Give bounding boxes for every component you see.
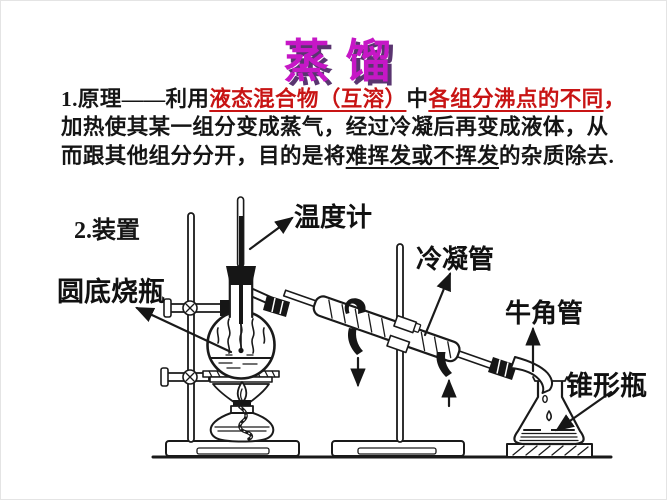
wooden-block [506, 443, 593, 458]
round-bottom-flask-pointer-arrow [135, 306, 233, 354]
principle-text: 中 [406, 87, 429, 111]
principle-comma: ， [603, 87, 626, 111]
conical-flask-pointer-arrow [555, 390, 613, 432]
droplet-icon [546, 410, 552, 422]
label-adapter: 牛角管 [505, 299, 584, 328]
label-round-bottom-flask: 圆底烧瓶 [57, 277, 165, 307]
label-thermometer: 温度计 [294, 203, 373, 232]
water-inlet-port [436, 352, 452, 377]
principle-highlight-boiling-point: 各组分沸点的不同 [428, 87, 604, 111]
condenser [282, 289, 506, 374]
apparatus-heading: 2.装置 [74, 218, 140, 244]
side-arm [252, 288, 290, 317]
principle-underline-volatile: 难挥发或不挥发 [345, 143, 500, 168]
flask-clamp [163, 298, 230, 318]
principle-text: 的杂质除去. [499, 143, 615, 168]
principle-highlight-mixture: 液态混合物（互溶） [209, 87, 407, 111]
principle-line-1: 1.原理——利用液态混合物（互溶）中各组分沸点的不同， [61, 85, 627, 113]
principle-line-3: 而跟其他组分分开，目的是将难挥发或不挥发的杂质除去. [61, 142, 627, 170]
principle-text: 而跟其他组分分开，目的是将 [61, 143, 346, 168]
thermometer-pointer-arrow [248, 216, 294, 251]
ring-clamp [160, 367, 210, 387]
pointer-arrows [135, 216, 613, 432]
left-iron-stand [165, 212, 300, 457]
condenser-pointer-arrow [423, 271, 452, 337]
principle-text: 1.原理——利用 [61, 87, 210, 111]
thermometer [236, 196, 245, 354]
principle-paragraph: 1.原理——利用液态混合物（互溶）中各组分沸点的不同， 加热使其某一组分变成蒸气… [61, 85, 627, 170]
label-condenser: 冷凝管 [416, 245, 495, 274]
label-conical-flask: 锥形瓶 [566, 371, 647, 401]
principle-line-2: 加热使其某一组分变成蒸气，经过冷凝后再变成液体，从 [61, 115, 609, 140]
page-title: 蒸馏 [283, 36, 408, 87]
water-outlet-port [347, 328, 363, 355]
adapter-tube [488, 356, 553, 404]
alcohol-lamp [209, 381, 275, 443]
condenser-left-hook [344, 298, 366, 314]
